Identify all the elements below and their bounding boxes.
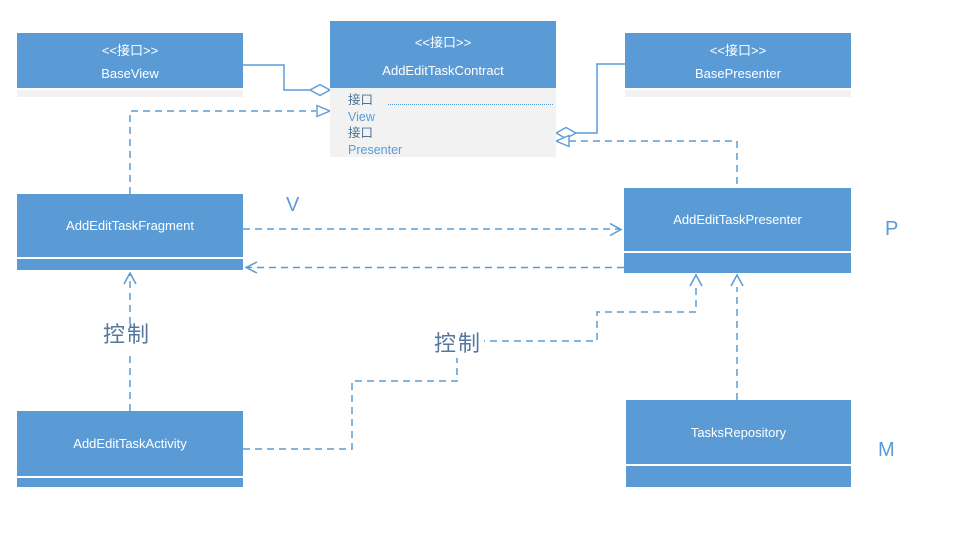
presenter-compartment xyxy=(624,253,851,273)
diamond-contract-left-icon xyxy=(308,83,332,97)
arrow-presenter-bottom-left-icon xyxy=(689,273,703,287)
class-box-repository: TasksRepository xyxy=(626,400,851,487)
member-presenter-name: Presenter xyxy=(348,142,403,157)
class-box-baseview: <<接口>> BaseView xyxy=(17,33,243,97)
baseview-compartment xyxy=(17,90,243,97)
baseview-name: BaseView xyxy=(101,66,159,81)
class-box-activity: AddEditTaskActivity xyxy=(17,411,243,487)
contract-members: 接口 View 接口 Presenter xyxy=(330,88,556,157)
basepresenter-name: BasePresenter xyxy=(695,66,781,81)
class-box-fragment: AddEditTaskFragment xyxy=(17,194,243,270)
activity-compartment xyxy=(17,478,243,487)
diamond-contract-right-icon xyxy=(554,126,578,140)
label-control-left: 控制 xyxy=(101,323,154,349)
presenter-divider xyxy=(624,251,851,253)
activity-divider xyxy=(17,476,243,478)
repository-compartment xyxy=(626,466,851,487)
presenter-name: AddEditTaskPresenter xyxy=(673,212,802,227)
repository-divider xyxy=(626,464,851,466)
fragment-name: AddEditTaskFragment xyxy=(66,218,194,233)
activity-name: AddEditTaskActivity xyxy=(73,436,187,451)
basepresenter-stereotype: <<接口>> xyxy=(709,43,767,58)
arrow-fragment-right-icon xyxy=(244,261,258,274)
fragment-compartment xyxy=(17,259,243,270)
basepresenter-compartment xyxy=(625,90,851,97)
label-model-m: M xyxy=(878,439,895,461)
contract-name: AddEditTaskContract xyxy=(382,62,504,78)
class-box-basepresenter: <<接口>> BasePresenter xyxy=(625,33,851,97)
label-control-center: 控制 xyxy=(432,332,485,358)
edge-basepresenter-contract xyxy=(576,63,625,134)
triangle-contract-presenter-icon xyxy=(554,134,570,148)
edge-baseview-contract xyxy=(243,64,310,91)
edge-activity-presenter-lower xyxy=(243,358,458,450)
fragment-divider xyxy=(17,257,243,259)
member-separator xyxy=(388,104,553,105)
arrow-presenter-left-icon xyxy=(609,222,623,237)
arrow-presenter-bottom-right-icon xyxy=(730,273,744,287)
label-presenter-p: P xyxy=(885,218,899,240)
class-box-contract: <<接口>> AddEditTaskContract 接口 View 接口 Pr… xyxy=(330,21,556,157)
basepresenter-header: <<接口>> BasePresenter xyxy=(625,33,851,88)
member-view-name: View xyxy=(348,109,375,124)
edge-fragment-contract xyxy=(129,110,316,194)
repository-name: TasksRepository xyxy=(690,424,787,440)
label-view-v: V xyxy=(286,194,300,216)
contract-header: <<接口>> AddEditTaskContract xyxy=(330,21,556,88)
contract-stereotype: <<接口>> xyxy=(414,34,472,50)
triangle-contract-view-icon xyxy=(316,104,332,118)
arrow-fragment-bottom-icon xyxy=(123,271,137,285)
baseview-stereotype: <<接口>> xyxy=(101,43,159,58)
baseview-header: <<接口>> BaseView xyxy=(17,33,243,88)
edge-presenter-contract xyxy=(569,140,738,187)
edge-activity-presenter-upper xyxy=(478,287,697,342)
member-presenter-prefix: 接口 xyxy=(348,126,374,140)
class-box-presenter: AddEditTaskPresenter xyxy=(624,188,851,273)
member-view-prefix: 接口 xyxy=(348,93,374,107)
